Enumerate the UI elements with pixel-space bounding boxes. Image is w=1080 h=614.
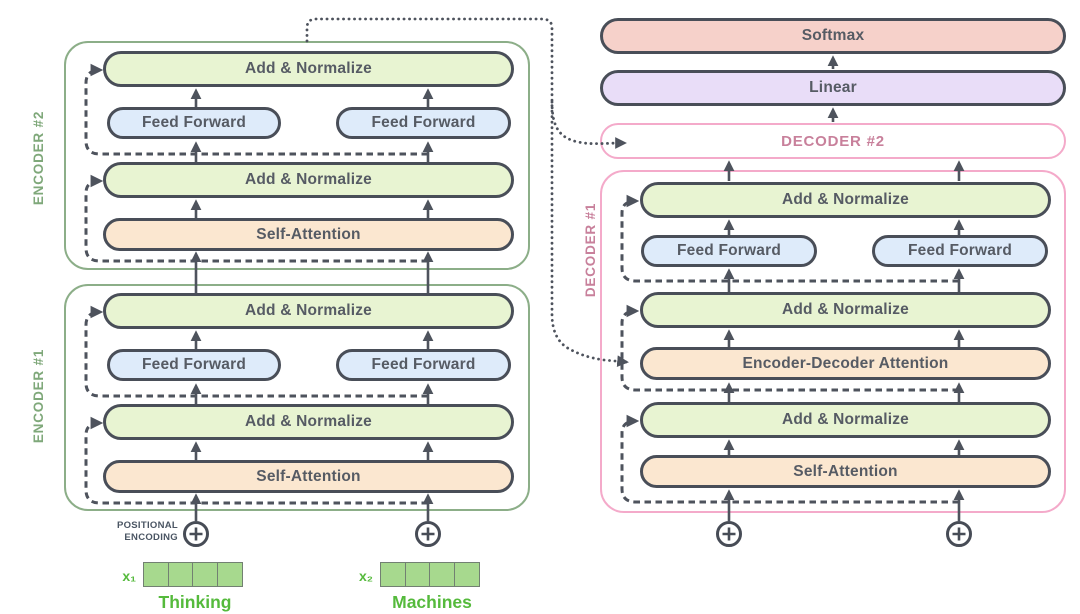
enc2-add-normalize-top: Add & Normalize xyxy=(103,51,514,87)
input-word-thinking: Thinking xyxy=(158,592,232,612)
dec1-self-attention: Self-Attention xyxy=(640,455,1051,488)
positional-encoding-plus-icon xyxy=(716,521,742,547)
embedding-cell xyxy=(192,562,218,587)
enc1-add-normalize-top: Add & Normalize xyxy=(103,293,514,329)
dec1-feed-forward-right: Feed Forward xyxy=(872,235,1048,267)
dec1-add-normalize-mid: Add & Normalize xyxy=(640,292,1051,328)
embedding-cell xyxy=(404,562,431,587)
encoder2-label: ENCODER #2 xyxy=(30,110,46,206)
positional-encoding-line2: ENCODING xyxy=(124,531,178,543)
enc1-add-normalize-mid: Add & Normalize xyxy=(103,404,514,440)
dec1-encoder-decoder-attention: Encoder-Decoder Attention xyxy=(640,347,1051,380)
positional-encoding-caption: POSITIONAL ENCODING xyxy=(78,520,178,543)
enc2-add-normalize-mid: Add & Normalize xyxy=(103,162,514,198)
x1-label: x₁ xyxy=(122,568,136,584)
positional-encoding-plus-icon xyxy=(183,521,209,547)
embedding-cell xyxy=(380,562,406,587)
enc2-self-attention: Self-Attention xyxy=(103,218,514,251)
embedding-cell xyxy=(429,562,455,587)
linear-block: Linear xyxy=(600,70,1066,106)
enc1-feed-forward-left: Feed Forward xyxy=(107,349,281,381)
softmax-block: Softmax xyxy=(600,18,1066,54)
encoder1-label: ENCODER #1 xyxy=(30,348,46,444)
enc2-feed-forward-left: Feed Forward xyxy=(107,107,281,139)
positional-encoding-line1: POSITIONAL xyxy=(116,520,178,531)
embedding-cell xyxy=(453,562,480,587)
decoder1-label: DECODER #1 xyxy=(582,202,598,298)
input-word-machines: Machines xyxy=(392,592,472,612)
dec1-add-normalize-top: Add & Normalize xyxy=(640,182,1051,218)
embedding-cell xyxy=(143,562,169,587)
dec1-add-normalize-bottom: Add & Normalize xyxy=(640,402,1051,438)
enc1-feed-forward-right: Feed Forward xyxy=(336,349,511,381)
embedding-cell xyxy=(216,562,243,587)
positional-encoding-plus-icon xyxy=(415,521,441,547)
encoder1-container xyxy=(64,284,530,511)
enc2-feed-forward-right: Feed Forward xyxy=(336,107,511,139)
decoder2-collapsed-block: DECODER #2 xyxy=(600,123,1066,159)
enc1-self-attention: Self-Attention xyxy=(103,460,514,493)
x1-embedding-vector xyxy=(143,562,243,587)
positional-encoding-plus-icon xyxy=(946,521,972,547)
dec1-feed-forward-left: Feed Forward xyxy=(641,235,817,267)
x2-embedding-vector xyxy=(380,562,480,587)
x2-label: x₂ xyxy=(358,568,373,584)
embedding-cell xyxy=(167,562,194,587)
